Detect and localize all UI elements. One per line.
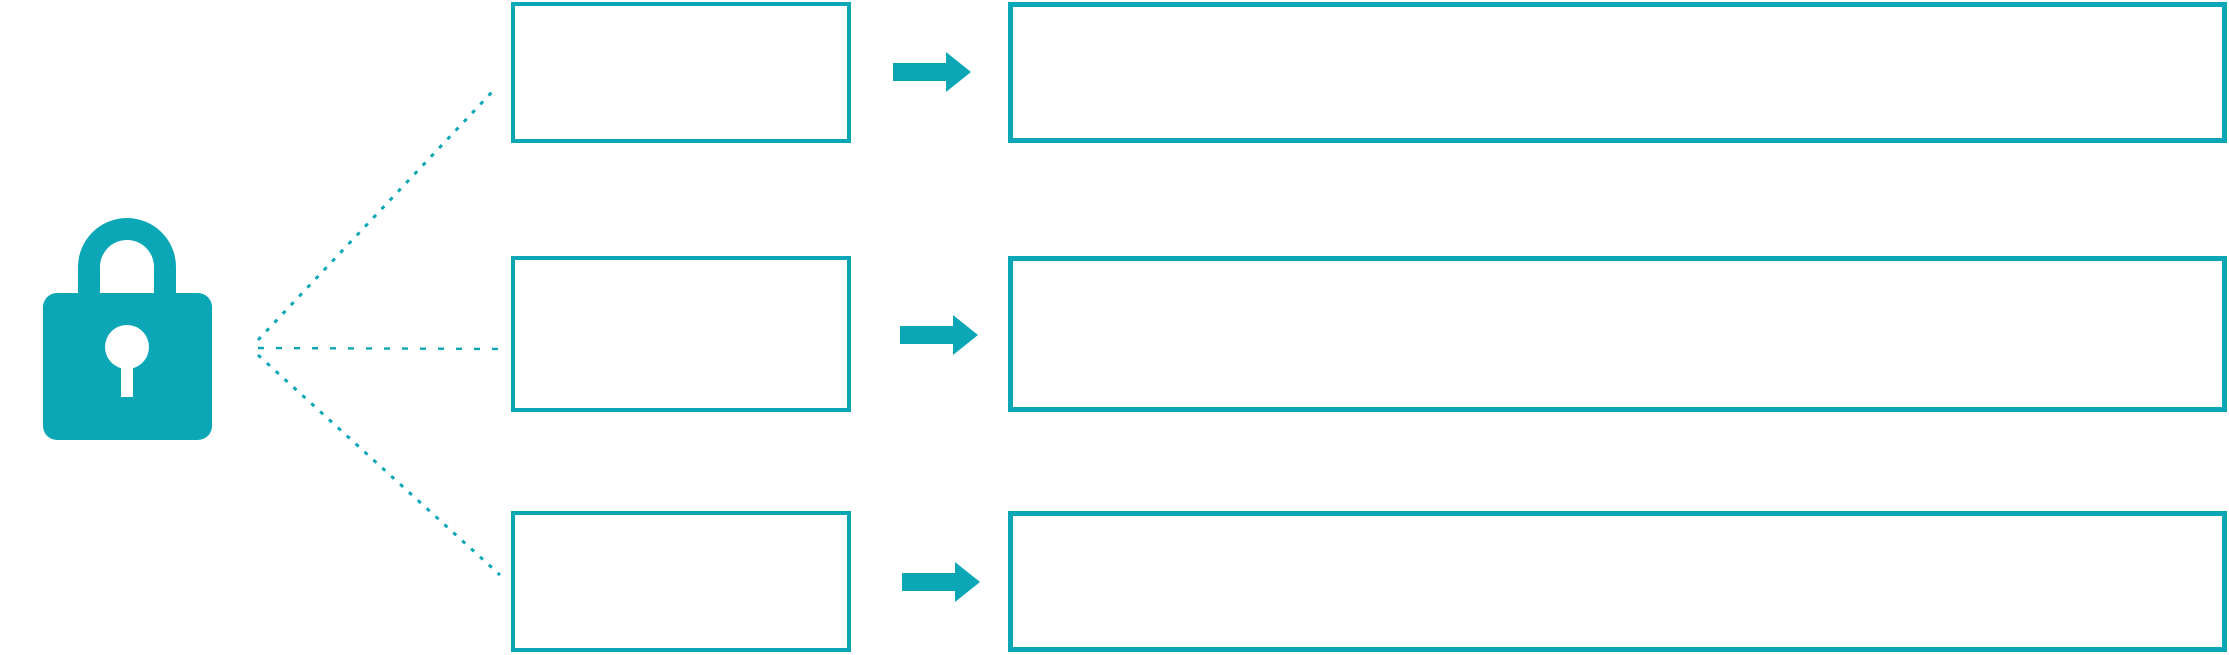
dotted-connector-middle	[257, 346, 504, 351]
key-point-box-3[interactable]	[511, 511, 851, 652]
dotted-connector-top	[256, 90, 494, 342]
dotted-connector-bottom	[256, 353, 502, 577]
lock-shackle	[78, 218, 176, 299]
keyhole-stem	[121, 357, 133, 397]
detail-box-1[interactable]	[1008, 2, 2227, 143]
key-point-box-1[interactable]	[511, 2, 851, 143]
arrow-right-icon	[902, 562, 980, 602]
detail-box-2[interactable]	[1008, 256, 2227, 412]
keyhole-circle	[105, 325, 149, 369]
lock-icon	[43, 218, 212, 440]
key-point-box-2[interactable]	[511, 256, 851, 412]
detail-box-3[interactable]	[1008, 511, 2227, 652]
arrow-right-icon	[893, 52, 971, 92]
arrow-right-icon	[900, 315, 978, 355]
